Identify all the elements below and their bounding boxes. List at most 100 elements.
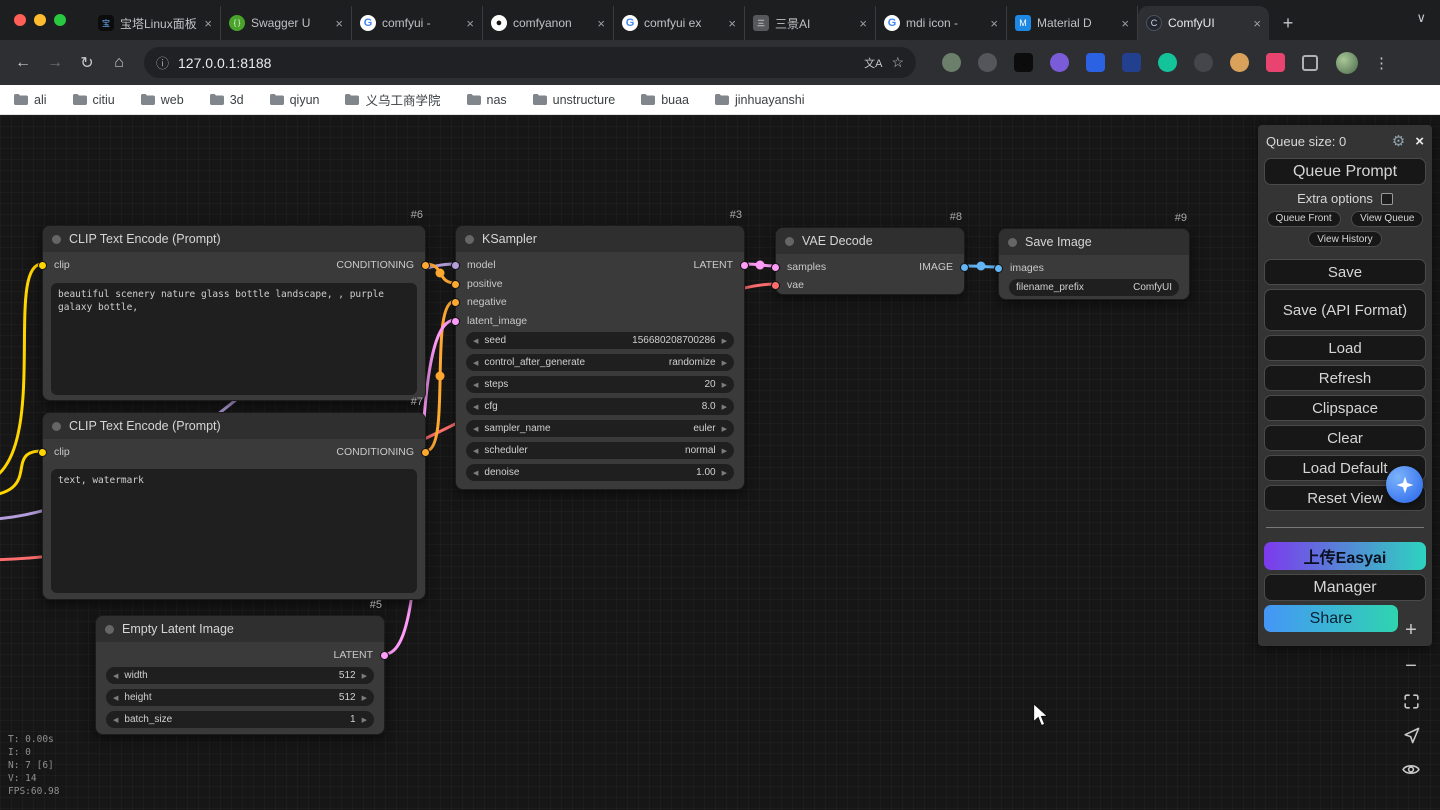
browser-menu-kebab-icon[interactable]: ⋮	[1374, 54, 1389, 72]
widget-cfg[interactable]: ◀ cfg 8.0 ▶	[466, 398, 734, 415]
decrement-arrow-icon[interactable]: ◀	[113, 694, 118, 702]
output-port-conditioning[interactable]	[421, 261, 430, 270]
extension-icon-4[interactable]	[1050, 53, 1069, 72]
extension-icon-1[interactable]	[942, 53, 961, 72]
bookmark-folder-web[interactable]: web	[141, 93, 184, 107]
input-port-vae[interactable]	[771, 281, 780, 290]
view-history-button[interactable]: View History	[1308, 231, 1381, 247]
widget-filename-prefix[interactable]: filename_prefix ComfyUI	[1009, 279, 1179, 296]
increment-arrow-icon[interactable]: ▶	[722, 359, 727, 367]
bookmark-folder-nas[interactable]: nas	[467, 93, 507, 107]
tab-github[interactable]: ● comfyanon ×	[483, 6, 614, 40]
tab-close-icon[interactable]: ×	[597, 16, 605, 31]
load-button[interactable]: Load	[1264, 335, 1426, 361]
close-window-button[interactable]	[14, 14, 26, 26]
back-button[interactable]: ←	[10, 54, 36, 72]
collapse-dot-icon[interactable]	[785, 237, 794, 246]
clipspace-button[interactable]: Clipspace	[1264, 395, 1426, 421]
extension-icon-7[interactable]	[1158, 53, 1177, 72]
node-title-bar[interactable]: KSampler	[456, 226, 744, 252]
input-port-clip[interactable]	[38, 261, 47, 270]
tab-swagger[interactable]: { } Swagger U ×	[221, 6, 352, 40]
collapse-dot-icon[interactable]	[1008, 238, 1017, 247]
widget-denoise[interactable]: ◀ denoise 1.00 ▶	[466, 464, 734, 481]
bookmark-folder-citiu[interactable]: citiu	[73, 93, 115, 107]
node-ksampler[interactable]: #3 KSampler model LATENT positive negati…	[455, 225, 745, 490]
extra-options-checkbox[interactable]	[1381, 193, 1393, 205]
assistant-bubble-button[interactable]	[1386, 466, 1423, 503]
input-port-latent-image[interactable]	[451, 317, 460, 326]
bookmark-star-icon[interactable]: ☆	[891, 54, 904, 71]
collapse-dot-icon[interactable]	[52, 422, 61, 431]
close-menu-icon[interactable]: ×	[1415, 133, 1424, 150]
input-port-images[interactable]	[994, 264, 1003, 273]
collapse-dot-icon[interactable]	[465, 235, 474, 244]
refresh-button[interactable]: Refresh	[1264, 365, 1426, 391]
decrement-arrow-icon[interactable]: ◀	[473, 425, 478, 433]
toggle-visibility-button[interactable]	[1401, 760, 1421, 779]
node-save-image[interactable]: #9 Save Image images filename_prefix Com…	[998, 228, 1190, 300]
new-tab-button[interactable]: +	[1273, 8, 1303, 38]
input-port-model[interactable]	[451, 261, 460, 270]
widget-batch-size[interactable]: ◀ batch_size 1 ▶	[106, 711, 374, 728]
home-button[interactable]: ⌂	[106, 54, 132, 72]
prompt-text-area[interactable]: beautiful scenery nature glass bottle la…	[51, 283, 417, 395]
widget-sampler-name[interactable]: ◀ sampler_name euler ▶	[466, 420, 734, 437]
extension-icon-3[interactable]	[1014, 53, 1033, 72]
tab-close-icon[interactable]: ×	[1121, 16, 1129, 31]
bookmark-folder-buaa[interactable]: buaa	[641, 93, 689, 107]
decrement-arrow-icon[interactable]: ◀	[473, 469, 478, 477]
node-title-bar[interactable]: VAE Decode	[776, 228, 964, 254]
increment-arrow-icon[interactable]: ▶	[722, 403, 727, 411]
minimize-window-button[interactable]	[34, 14, 46, 26]
upload-easyai-button[interactable]: 上传Easyai	[1264, 542, 1426, 570]
comfyui-canvas[interactable]: #6 CLIP Text Encode (Prompt) clip CONDIT…	[0, 115, 1440, 810]
save-button[interactable]: Save	[1264, 259, 1426, 285]
increment-arrow-icon[interactable]: ▶	[722, 469, 727, 477]
collapse-dot-icon[interactable]	[52, 235, 61, 244]
increment-arrow-icon[interactable]: ▶	[722, 381, 727, 389]
extension-icon-6[interactable]	[1122, 53, 1141, 72]
input-port-negative[interactable]	[451, 298, 460, 307]
bookmark-folder-ali[interactable]: ali	[14, 93, 47, 107]
increment-arrow-icon[interactable]: ▶	[722, 425, 727, 433]
input-port-samples[interactable]	[771, 263, 780, 272]
node-clip-text-encode-2[interactable]: #7 CLIP Text Encode (Prompt) clip CONDIT…	[42, 412, 426, 600]
decrement-arrow-icon[interactable]: ◀	[473, 359, 478, 367]
widget-width[interactable]: ◀ width 512 ▶	[106, 667, 374, 684]
translate-icon[interactable]: 文A	[864, 55, 882, 71]
url-text[interactable]: 127.0.0.1:8188	[178, 55, 855, 71]
bookmark-folder-jinhuayanshi[interactable]: jinhuayanshi	[715, 93, 805, 107]
pointer-tool-button[interactable]	[1402, 726, 1421, 745]
node-title-bar[interactable]: CLIP Text Encode (Prompt)	[43, 226, 425, 252]
bookmark-folder-unstructure[interactable]: unstructure	[533, 93, 616, 107]
zoom-window-button[interactable]	[54, 14, 66, 26]
input-port-clip[interactable]	[38, 448, 47, 457]
reload-button[interactable]: ↻	[74, 53, 100, 73]
forward-button[interactable]: →	[42, 54, 68, 72]
address-bar[interactable]: ⓘ 127.0.0.1:8188 文A ☆	[144, 47, 916, 78]
output-port-latent[interactable]	[380, 651, 389, 660]
site-info-icon[interactable]: ⓘ	[156, 53, 169, 72]
tab-mdi-icon[interactable]: G mdi icon - ×	[876, 6, 1007, 40]
tab-close-icon[interactable]: ×	[1253, 16, 1261, 31]
decrement-arrow-icon[interactable]: ◀	[113, 672, 118, 680]
bookmark-folder-qiyun[interactable]: qiyun	[270, 93, 320, 107]
increment-arrow-icon[interactable]: ▶	[722, 337, 727, 345]
tab-close-icon[interactable]: ×	[204, 16, 212, 31]
output-port-conditioning[interactable]	[421, 448, 430, 457]
node-title-bar[interactable]: Save Image	[999, 229, 1189, 255]
tab-close-icon[interactable]: ×	[466, 16, 474, 31]
node-vae-decode[interactable]: #8 VAE Decode samples IMAGE vae	[775, 227, 965, 295]
node-title-bar[interactable]: Empty Latent Image	[96, 616, 384, 642]
tab-material[interactable]: M Material D ×	[1007, 6, 1138, 40]
increment-arrow-icon[interactable]: ▶	[362, 694, 367, 702]
tab-comfyui-ex[interactable]: G comfyui ex ×	[614, 6, 745, 40]
widget-height[interactable]: ◀ height 512 ▶	[106, 689, 374, 706]
decrement-arrow-icon[interactable]: ◀	[473, 337, 478, 345]
widget-seed[interactable]: ◀ seed 156680208700286 ▶	[466, 332, 734, 349]
save-api-format-button[interactable]: Save (API Format)	[1264, 289, 1426, 331]
tab-close-icon[interactable]: ×	[728, 16, 736, 31]
extensions-puzzle-icon[interactable]	[1302, 55, 1318, 71]
input-port-positive[interactable]	[451, 280, 460, 289]
